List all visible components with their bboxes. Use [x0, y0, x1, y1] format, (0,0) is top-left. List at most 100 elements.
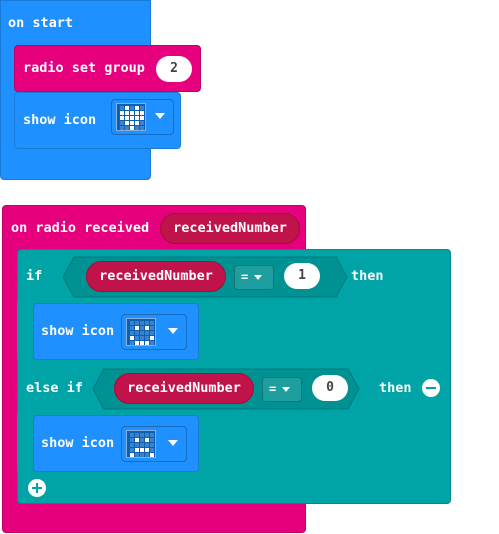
led-cell: [140, 341, 144, 345]
led-cell: [140, 453, 144, 457]
led-cell: [135, 331, 139, 335]
show-icon-happy-block[interactable]: show icon: [33, 303, 199, 360]
remove-else-if-icon[interactable]: [422, 379, 440, 397]
if-operator-dropdown[interactable]: =: [234, 265, 274, 290]
sad-icon: [126, 430, 156, 458]
led-cell: [150, 438, 154, 442]
led-cell: [130, 453, 134, 457]
led-cell: [130, 126, 134, 130]
led-cell: [130, 321, 134, 325]
show-icon-label: show icon: [41, 323, 115, 339]
led-cell: [145, 331, 149, 335]
led-cell: [135, 443, 139, 447]
led-cell: [135, 321, 139, 325]
chevron-down-icon: [254, 275, 263, 280]
show-icon-block[interactable]: show icon: [14, 92, 181, 149]
led-cell: [145, 341, 149, 345]
led-cell: [120, 126, 124, 130]
icon-dropdown[interactable]: [121, 314, 187, 350]
led-cell: [150, 341, 154, 345]
received-number-param[interactable]: receivedNumber: [160, 213, 300, 244]
led-cell: [145, 336, 149, 340]
led-cell: [150, 433, 154, 437]
radio-set-group-block[interactable]: radio set group 2: [14, 45, 201, 92]
led-cell: [130, 341, 134, 345]
led-cell: [130, 331, 134, 335]
led-cell: [140, 448, 144, 452]
chevron-down-icon: [282, 387, 291, 392]
led-cell: [120, 106, 124, 110]
icon-dropdown[interactable]: [121, 426, 187, 462]
radio-set-group-label: radio set group: [23, 60, 145, 76]
led-cell: [125, 116, 129, 120]
led-cell: [140, 438, 144, 442]
led-cell: [135, 126, 139, 130]
led-cell: [140, 326, 144, 330]
led-cell: [145, 438, 149, 442]
led-cell: [150, 326, 154, 330]
led-cell: [135, 336, 139, 340]
led-cell: [140, 106, 144, 110]
led-cell: [145, 321, 149, 325]
led-cell: [150, 336, 154, 340]
on-radio-received-label: on radio received: [11, 220, 150, 236]
if-label: if: [26, 268, 43, 284]
led-cell: [125, 111, 129, 115]
led-cell: [135, 433, 139, 437]
happy-icon: [126, 318, 156, 346]
led-cell: [145, 448, 149, 452]
led-cell: [135, 438, 139, 442]
else-if-operator-dropdown[interactable]: =: [262, 377, 302, 402]
led-cell: [135, 341, 139, 345]
led-cell: [140, 116, 144, 120]
led-cell: [130, 433, 134, 437]
led-cell: [125, 126, 129, 130]
led-cell: [120, 121, 124, 125]
else-if-variable-pill[interactable]: receivedNumber: [114, 373, 254, 404]
led-cell: [125, 106, 129, 110]
if-value-input[interactable]: 1: [284, 263, 320, 289]
led-cell: [150, 331, 154, 335]
led-cell: [140, 433, 144, 437]
operator-label: =: [269, 382, 277, 396]
led-cell: [150, 321, 154, 325]
led-cell: [120, 111, 124, 115]
led-cell: [125, 121, 129, 125]
led-cell: [135, 326, 139, 330]
led-cell: [130, 326, 134, 330]
show-icon-sad-block[interactable]: show icon: [33, 415, 199, 472]
on-start-label: on start: [8, 15, 74, 31]
add-else-icon[interactable]: [28, 479, 46, 497]
else-if-then-label: then: [379, 380, 412, 396]
show-icon-label: show icon: [23, 112, 97, 128]
icon-dropdown[interactable]: [111, 99, 174, 135]
then-label: then: [351, 268, 384, 284]
led-cell: [130, 106, 134, 110]
led-cell: [145, 453, 149, 457]
led-cell: [140, 443, 144, 447]
led-cell: [140, 331, 144, 335]
led-cell: [140, 121, 144, 125]
led-cell: [140, 111, 144, 115]
if-variable-pill[interactable]: receivedNumber: [86, 261, 226, 292]
else-if-value-input[interactable]: 0: [312, 375, 348, 401]
led-cell: [145, 433, 149, 437]
led-cell: [135, 116, 139, 120]
led-cell: [135, 453, 139, 457]
led-cell: [130, 438, 134, 442]
heart-small-icon: [116, 103, 146, 131]
led-cell: [130, 121, 134, 125]
led-cell: [130, 116, 134, 120]
led-cell: [150, 453, 154, 457]
led-cell: [135, 106, 139, 110]
led-cell: [120, 116, 124, 120]
led-cell: [140, 336, 144, 340]
led-cell: [135, 448, 139, 452]
led-cell: [130, 111, 134, 115]
led-cell: [145, 443, 149, 447]
led-cell: [135, 111, 139, 115]
chevron-down-icon: [155, 113, 165, 119]
led-cell: [140, 126, 144, 130]
chevron-down-icon: [168, 440, 178, 446]
group-number-input[interactable]: 2: [156, 56, 192, 82]
